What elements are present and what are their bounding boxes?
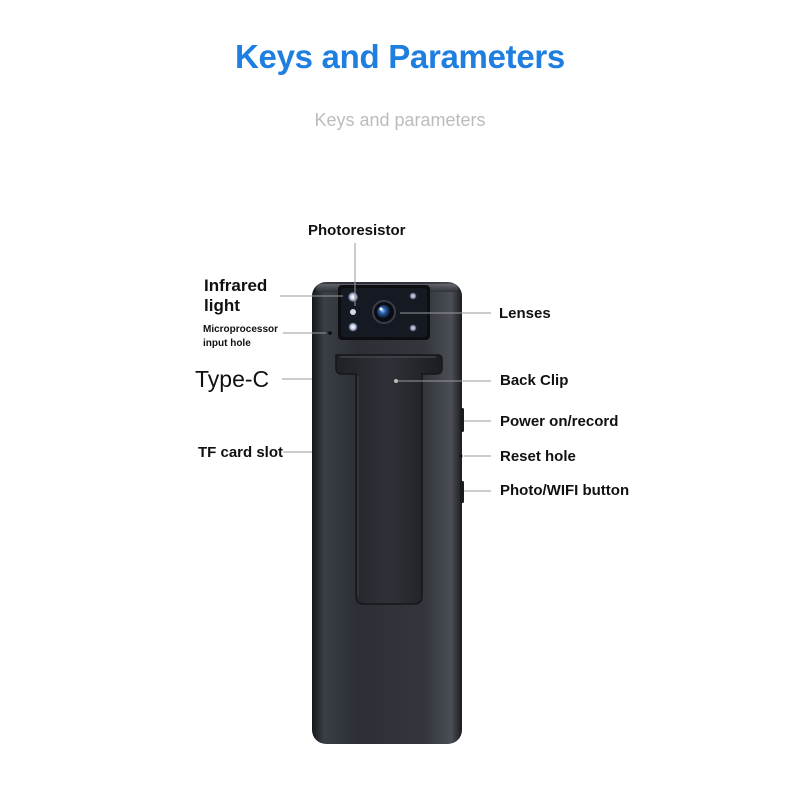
power-record-label: Power on/record [500,413,619,430]
ir-led-icon [348,292,358,302]
page-title: Keys and Parameters [235,38,565,75]
type-c-label: Type-C [195,366,270,392]
back-clip-label: Back Clip [500,372,569,389]
page-subtitle: Keys and parameters [314,110,486,130]
microprocessor-hole [328,331,332,335]
infrared-light-label: Infrared light [204,276,267,317]
photo-wifi-label: Photo/WIFI button [500,482,630,499]
ir-led-icon [409,292,417,300]
microprocessor-line-2: input hole [203,337,251,349]
infrared-line-2: light [204,296,240,316]
photo-wifi-button [460,481,464,503]
ir-led-icon [348,322,358,332]
tf-card-slot-label: TF card slot [198,444,284,461]
reset-hole [459,454,463,458]
photoresistor-icon [350,309,356,315]
back-clip [335,354,443,605]
photoresistor-label: Photoresistor [308,222,406,239]
ir-led-icon [409,324,417,332]
microprocessor-label: Microprocessor input hole [203,323,278,350]
power-record-button [460,408,464,432]
infrared-line-1: Infrared [204,276,268,295]
microprocessor-line-1: Microprocessor [203,324,279,335]
reset-hole-label: Reset hole [500,448,576,465]
lenses-label: Lenses [499,305,551,322]
